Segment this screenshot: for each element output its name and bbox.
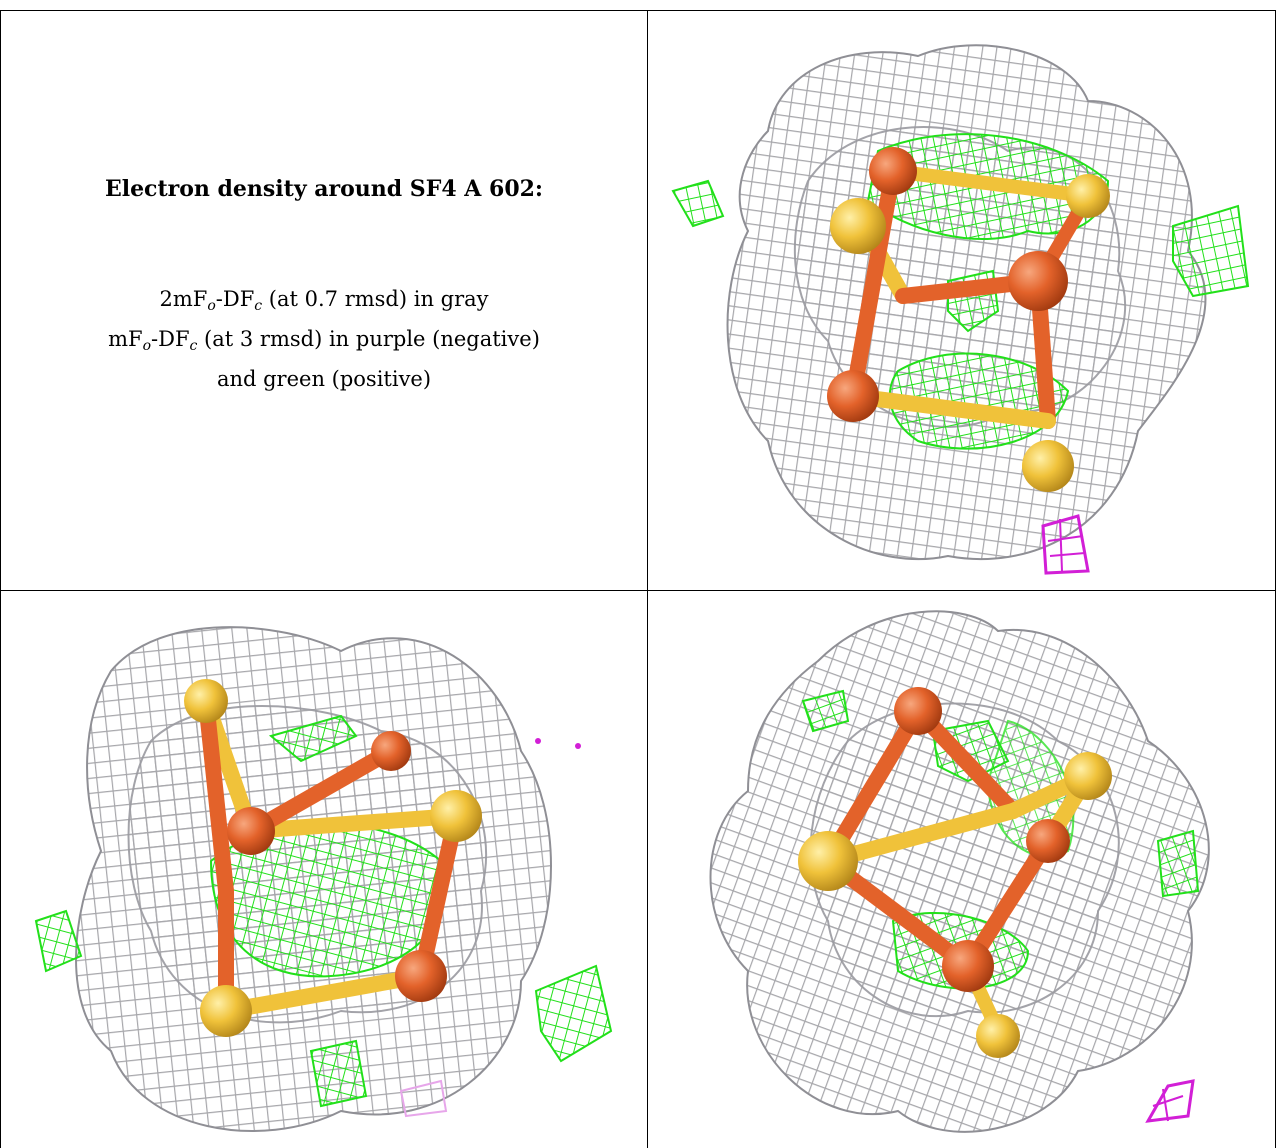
density-view-3: [648, 590, 1276, 1148]
legend-line-green: and green (positive): [216, 367, 432, 391]
caption-cell: Electron density around SF4 A 602: 2mFo-…: [0, 10, 648, 590]
legend-line-mfo-dfc: mFo-DFc (at 3 rmsd) in purple (negative): [108, 327, 540, 354]
density-mesh-view-2-icon: [34, 626, 613, 1132]
density-view-2: [0, 590, 648, 1148]
density-mesh-view-1-icon: [671, 44, 1250, 575]
density-mesh-view-3-icon: [709, 610, 1210, 1133]
legend-line-2mfo-dfc: 2mFo-DFc (at 0.7 rmsd) in gray: [159, 287, 489, 314]
density-view-1: [648, 10, 1276, 590]
caption-legend: 2mFo-DFc (at 0.7 rmsd) in gray mFo-DFc (…: [1, 283, 647, 396]
caption-title: Electron density around SF4 A 602:: [104, 176, 544, 202]
